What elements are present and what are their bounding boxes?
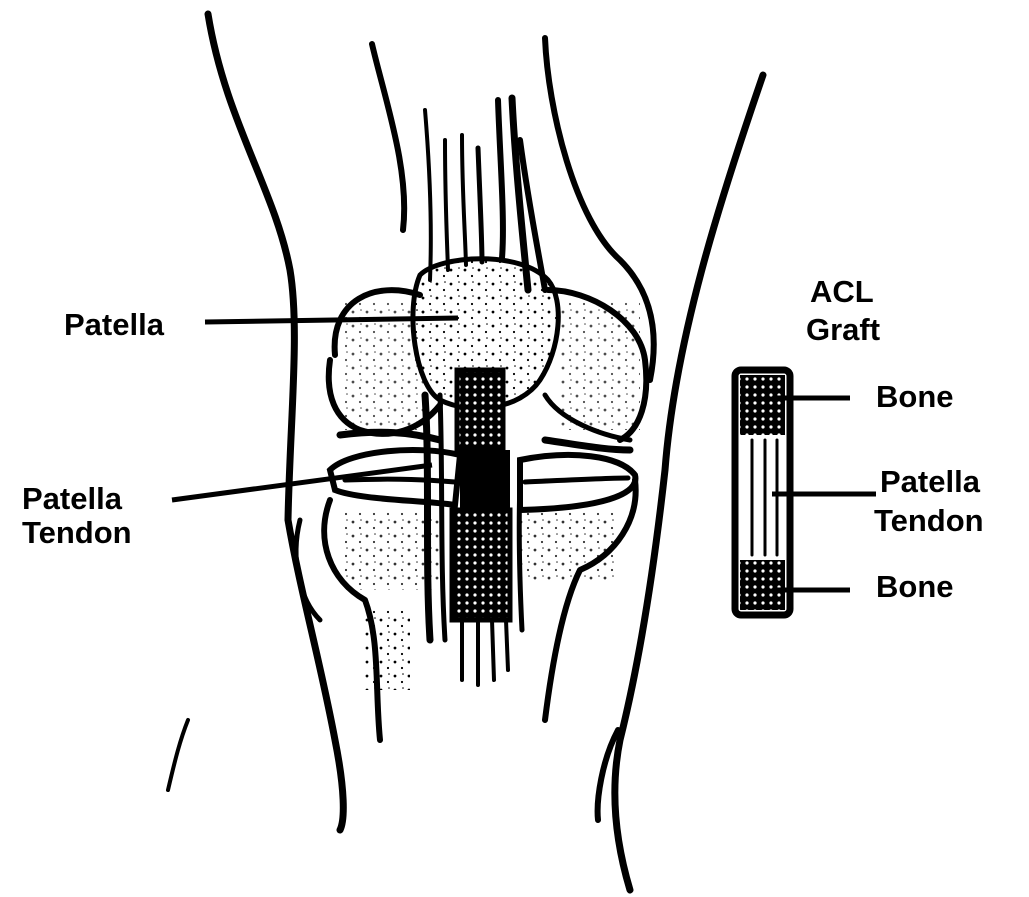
graft-bone-top-label: Bone <box>876 380 954 414</box>
acl-graft-label-line1: ACL <box>810 275 874 309</box>
patella-label: Patella <box>64 308 164 342</box>
graft-in-tunnel <box>425 370 522 685</box>
acl-graft-label-line2: Graft <box>806 313 880 347</box>
patella-tendon-label-line2: Tendon <box>22 516 132 550</box>
graft-patella-tendon-label-line2: Tendon <box>874 504 984 538</box>
patella-tendon-label-line1: Patella <box>22 482 122 516</box>
graft-patella-tendon-label-line1: Patella <box>880 465 980 499</box>
graft-bone-bottom-label: Bone <box>876 570 954 604</box>
